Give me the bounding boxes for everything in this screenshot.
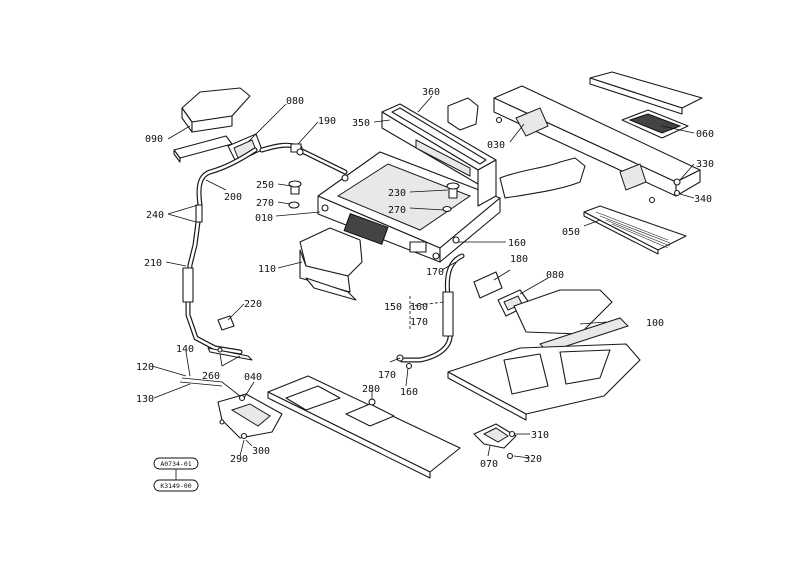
badge-bottom-label: K3149-00 <box>160 482 191 490</box>
callout-060: 060 <box>696 129 714 140</box>
callout-labels: 090 080 190 360 350 030 060 330 340 250 … <box>136 87 714 470</box>
callout-170-mid: 170 <box>410 317 428 328</box>
callout-230: 230 <box>388 188 406 199</box>
hose-assembly <box>182 142 348 355</box>
callout-050: 050 <box>562 227 580 238</box>
callout-180: 180 <box>510 254 528 265</box>
callout-070: 070 <box>480 459 498 470</box>
callout-310: 310 <box>531 430 549 441</box>
duct-110 <box>299 227 363 301</box>
callout-170-top: 170 <box>426 267 444 278</box>
bracket-040 <box>217 393 283 440</box>
callout-130: 130 <box>136 394 154 405</box>
callout-010: 010 <box>255 213 273 224</box>
floor-panel-lower <box>267 375 461 479</box>
duct-090 <box>173 87 251 163</box>
callout-190: 190 <box>318 116 336 127</box>
callout-080-top: 080 <box>286 96 304 107</box>
callout-030: 030 <box>487 140 505 151</box>
floor-panel-right <box>447 343 641 421</box>
plate-180 <box>473 271 503 299</box>
callout-360: 360 <box>422 87 440 98</box>
duct-100 <box>513 289 629 353</box>
filter-050 <box>583 205 687 255</box>
callout-160-top: 160 <box>508 238 526 249</box>
housing-030 <box>493 71 703 204</box>
badge-top-label: A0734-01 <box>160 460 191 468</box>
callout-080-right: 080 <box>546 270 564 281</box>
bolts-330-340 <box>673 178 681 197</box>
filter-060 <box>621 109 689 139</box>
bracket-070 <box>473 423 517 460</box>
callout-350: 350 <box>352 118 370 129</box>
duct-connector-upper <box>447 97 586 199</box>
main-unit-010 <box>317 151 501 263</box>
callout-280: 280 <box>362 384 380 395</box>
callout-250: 250 <box>256 180 274 191</box>
callout-090: 090 <box>145 134 163 145</box>
callout-200: 200 <box>224 192 242 203</box>
callout-160-mid: 160 <box>410 302 428 313</box>
callout-300: 300 <box>252 446 270 457</box>
callout-160-bottom: 160 <box>400 387 418 398</box>
reference-badges: A0734-01 K3149-00 <box>153 457 199 492</box>
callout-320: 320 <box>524 454 542 465</box>
callout-260: 260 <box>202 371 220 382</box>
callout-040: 040 <box>244 372 262 383</box>
callout-110: 110 <box>258 264 276 275</box>
callout-170-bottom: 170 <box>378 370 396 381</box>
callout-210: 210 <box>144 258 162 269</box>
callout-270-left: 270 <box>256 198 274 209</box>
frame-360 <box>381 103 497 207</box>
callout-220: 220 <box>244 299 262 310</box>
callout-140: 140 <box>176 344 194 355</box>
badge-bottom <box>153 479 199 492</box>
hose-right <box>396 253 465 370</box>
bolt-230 <box>442 182 460 213</box>
grille-080-left <box>227 133 263 163</box>
badge-top <box>153 457 199 470</box>
callout-270-center: 270 <box>388 205 406 216</box>
callout-290: 290 <box>230 454 248 465</box>
callout-100: 100 <box>646 318 664 329</box>
callout-240: 240 <box>146 210 164 221</box>
callout-340: 340 <box>694 194 712 205</box>
callout-330: 330 <box>696 159 714 170</box>
callout-150: 150 <box>384 302 402 313</box>
cable-120-140 <box>179 347 253 397</box>
leader-lines <box>151 95 695 480</box>
callout-120: 120 <box>136 362 154 373</box>
clip-220 <box>217 315 235 331</box>
bolt-250 <box>288 180 302 209</box>
